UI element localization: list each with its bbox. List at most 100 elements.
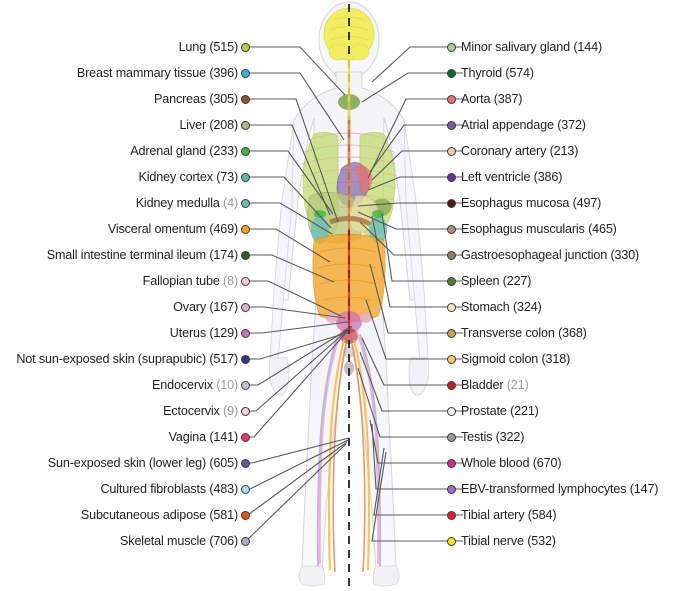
tissue-label: Visceral omentum (469) [107, 221, 238, 236]
tissue-color-dot [241, 198, 250, 208]
tissue-row-atrial-appendage[interactable]: Atrial appendage (372) [447, 116, 586, 134]
tissue-row-uterus[interactable]: Uterus (129) [170, 324, 250, 342]
tissue-label: Prostate (221) [461, 403, 539, 418]
tissue-label: Adrenal gland (233) [130, 143, 238, 158]
tissue-row-small-intestine-terminal-ileum[interactable]: Small intestine terminal ileum (174) [47, 246, 250, 264]
tissue-row-tibial-artery[interactable]: Tibial artery (584) [447, 506, 557, 524]
tissue-label: Fallopian tube (8) [142, 273, 238, 288]
tissue-row-lung[interactable]: Lung (515) [179, 38, 250, 56]
anatomical-body-illustration [268, 0, 430, 591]
tissue-color-dot [241, 328, 250, 338]
tissue-color-dot [447, 458, 456, 468]
tissue-color-dot [241, 250, 250, 260]
tissue-row-adrenal-gland[interactable]: Adrenal gland (233) [130, 142, 250, 160]
tissue-label: Not sun-exposed skin (suprapubic) (517) [16, 351, 238, 366]
tissue-row-testis[interactable]: Testis (322) [447, 428, 524, 446]
tissue-label: Ectocervix (9) [163, 403, 238, 418]
tissue-row-cultured-fibroblasts[interactable]: Cultured fibroblasts (483) [100, 480, 250, 498]
tissue-label: EBV-transformed lymphocytes (147) [461, 481, 659, 496]
tissue-row-stomach[interactable]: Stomach (324) [447, 298, 542, 316]
tissue-color-dot [447, 406, 456, 416]
tissue-row-esophagus-mucosa[interactable]: Esophagus mucosa (497) [447, 194, 601, 212]
tissue-color-dot [241, 458, 250, 468]
tissue-label: Gastroesophageal junction (330) [461, 247, 640, 262]
tissue-label: Atrial appendage (372) [461, 117, 586, 132]
tissue-row-skeletal-muscle[interactable]: Skeletal muscle (706) [120, 532, 250, 550]
tissue-color-dot [447, 68, 456, 78]
tissue-row-kidney-cortex[interactable]: Kidney cortex (73) [138, 168, 250, 186]
tissue-label: Thyroid (574) [461, 65, 534, 80]
tissue-row-whole-blood[interactable]: Whole blood (670) [447, 454, 562, 472]
tissue-label: Spleen (227) [461, 273, 532, 288]
tissue-label: Lung (515) [178, 39, 239, 54]
tissue-row-sigmoid-colon[interactable]: Sigmoid colon (318) [447, 350, 570, 368]
tissue-label: Kidney medulla (4) [135, 195, 238, 210]
tissue-label: Transverse colon (368) [461, 325, 587, 340]
tissue-row-sun-exposed-skin-lower-leg[interactable]: Sun-exposed skin (lower leg) (605) [48, 454, 250, 472]
tissue-color-dot [447, 250, 456, 260]
tissue-row-esophagus-muscularis[interactable]: Esophagus muscularis (465) [447, 220, 617, 238]
ovary-right [360, 313, 372, 323]
tissue-color-dot [241, 276, 250, 286]
tissue-label: Sigmoid colon (318) [461, 351, 571, 366]
tissue-color-dot [447, 484, 456, 494]
tissue-row-endocervix[interactable]: Endocervix (10) [152, 376, 250, 394]
tissue-label: Breast mammary tissue (396) [76, 65, 238, 80]
tissue-color-dot [241, 42, 250, 52]
tissue-label: Endocervix (10) [152, 377, 238, 392]
tissue-label: Aorta (387) [461, 91, 523, 106]
adrenal-right [372, 210, 384, 218]
tissue-row-kidney-medulla[interactable]: Kidney medulla (4) [136, 194, 250, 212]
tissue-color-dot [447, 380, 456, 390]
tissue-row-transverse-colon[interactable]: Transverse colon (368) [447, 324, 587, 342]
tissue-row-left-ventricle[interactable]: Left ventricle (386) [447, 168, 562, 186]
tissue-color-dot [241, 406, 250, 416]
tissue-row-visceral-omentum[interactable]: Visceral omentum (469) [108, 220, 250, 238]
tissue-label: Esophagus muscularis (465) [461, 221, 617, 236]
tissue-row-ovary[interactable]: Ovary (167) [173, 298, 250, 316]
tissue-label: Sun-exposed skin (lower leg) (605) [47, 455, 238, 470]
tissue-row-coronary-artery[interactable]: Coronary artery (213) [447, 142, 578, 160]
tissue-label: Tibial artery (584) [461, 507, 557, 522]
tissue-label: Kidney cortex (73) [138, 169, 239, 184]
tissue-row-aorta[interactable]: Aorta (387) [447, 90, 523, 108]
tissue-row-spleen[interactable]: Spleen (227) [447, 272, 531, 290]
tissue-color-dot [447, 42, 456, 52]
tissue-color-dot [447, 172, 456, 182]
tissue-row-breast-mammary-tissue[interactable]: Breast mammary tissue (396) [77, 64, 250, 82]
tissue-color-dot [447, 302, 456, 312]
tissue-row-ebv-transformed-lymphocytes[interactable]: EBV-transformed lymphocytes (147) [447, 480, 658, 498]
tissue-label: Esophagus mucosa (497) [461, 195, 602, 210]
tissue-row-tibial-nerve[interactable]: Tibial nerve (532) [447, 532, 556, 550]
tissue-color-dot [241, 432, 250, 442]
tissue-color-dot [447, 276, 456, 286]
tissue-label: Coronary artery (213) [461, 143, 579, 158]
tissue-color-dot [447, 198, 456, 208]
tissue-color-dot [447, 146, 456, 156]
tissue-row-prostate[interactable]: Prostate (221) [447, 402, 539, 420]
tissue-row-minor-salivary-gland[interactable]: Minor salivary gland (144) [447, 38, 602, 56]
tissue-label: Stomach (324) [461, 299, 542, 314]
tissue-color-dot [447, 120, 456, 130]
tissue-color-dot [241, 120, 250, 130]
tissue-label: Whole blood (670) [461, 455, 562, 470]
tissue-row-vagina[interactable]: Vagina (141) [169, 428, 250, 446]
tissue-row-not-sun-exposed-skin-suprapubic[interactable]: Not sun-exposed skin (suprapubic) (517) [16, 350, 250, 368]
tissue-label: Uterus (129) [169, 325, 238, 340]
tissue-row-ectocervix[interactable]: Ectocervix (9) [163, 402, 250, 420]
tissue-label: Vagina (141) [168, 429, 239, 444]
tissue-label: Ovary (167) [173, 299, 238, 314]
tissue-color-dot [447, 536, 456, 546]
tissue-row-bladder[interactable]: Bladder (21) [447, 376, 529, 394]
tissue-label: Testis (322) [461, 429, 525, 444]
tissue-color-dot [241, 94, 250, 104]
tissue-row-thyroid[interactable]: Thyroid (574) [447, 64, 534, 82]
tissue-row-fallopian-tube[interactable]: Fallopian tube (8) [143, 272, 250, 290]
tissue-label: Skeletal muscle (706) [120, 533, 238, 548]
tissue-label: Small intestine terminal ileum (174) [46, 247, 238, 262]
tissue-row-gastroesophageal-junction[interactable]: Gastroesophageal junction (330) [447, 246, 639, 264]
tissue-color-dot [241, 224, 250, 234]
tissue-row-liver[interactable]: Liver (208) [179, 116, 250, 134]
tissue-row-pancreas[interactable]: Pancreas (305) [154, 90, 250, 108]
tissue-row-subcutaneous-adipose[interactable]: Subcutaneous adipose (581) [81, 506, 250, 524]
